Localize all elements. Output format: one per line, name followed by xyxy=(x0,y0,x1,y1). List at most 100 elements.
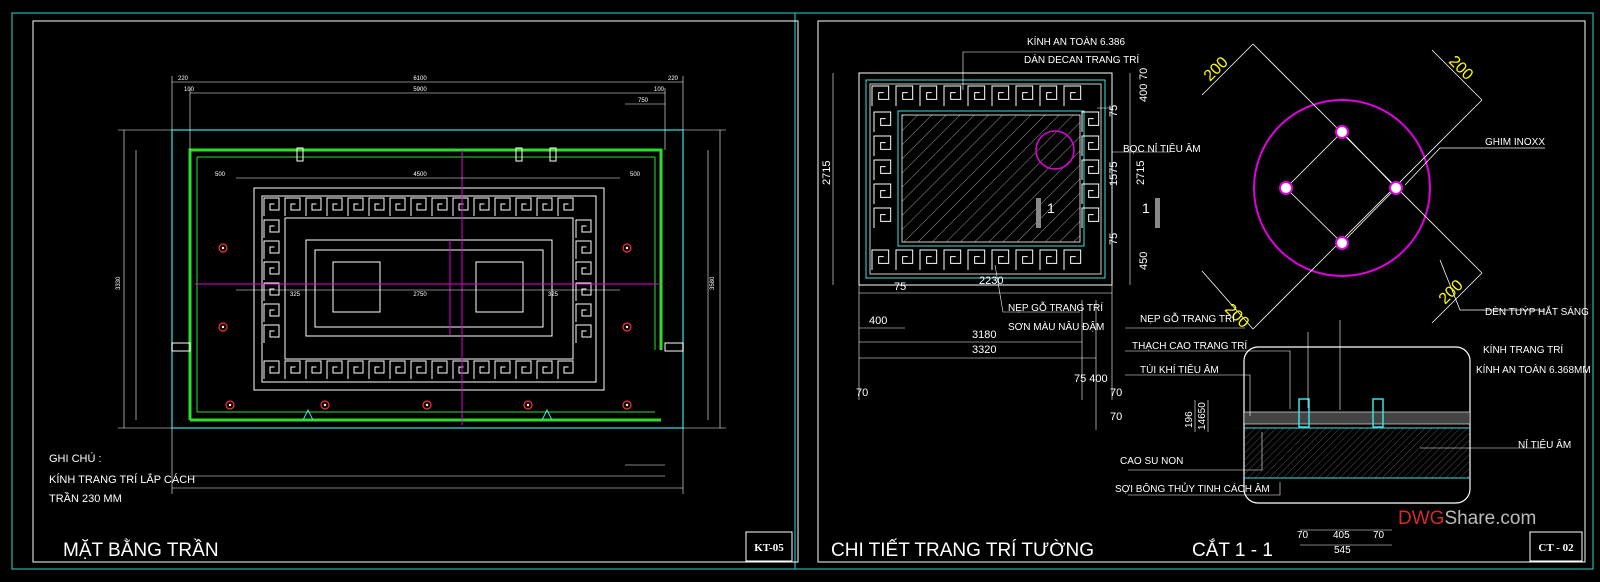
dim-3330-left: 3330 xyxy=(116,276,122,290)
label-rubber: CAO SU NON xyxy=(1120,456,1183,467)
greek-key-unit xyxy=(967,249,986,270)
greek-key-unit xyxy=(873,159,892,180)
greek-key-unit xyxy=(919,85,938,106)
label-glass-fiber: SỢI BÔNG THỦY TINH CÁCH ÂM xyxy=(1115,482,1270,495)
greek-key-unit xyxy=(575,324,592,343)
ceiling-light-fixture xyxy=(622,243,632,253)
greek-key-unit xyxy=(263,324,280,343)
greek-key-unit xyxy=(1039,85,1058,106)
label-felt-wrap: BỌC NỈ TIÊU ÂM xyxy=(1123,142,1201,155)
watermark-part1: DWG xyxy=(1398,508,1445,529)
label-airbag: TÚI KHÍ TIÊU ÂM xyxy=(1140,363,1219,376)
greek-key-unit xyxy=(873,135,892,156)
greek-key-unit xyxy=(515,360,532,379)
ceiling-light-fixture xyxy=(422,400,432,410)
light-center-dot xyxy=(221,246,225,250)
dim-5900-top: 5900 xyxy=(413,87,427,93)
dim-2230: 2230 xyxy=(979,275,1003,287)
greek-key-unit xyxy=(305,360,322,379)
light-center-dot xyxy=(625,403,629,407)
dim-3320: 3320 xyxy=(972,344,996,356)
dim-70-right-2: 70 xyxy=(1110,411,1122,423)
dim-220-top-right: 220 xyxy=(668,76,679,82)
dim-750-top: 750 xyxy=(638,98,649,104)
ceiling-light-fixture xyxy=(523,400,533,410)
note-line-2: TRẦN 230 MM xyxy=(49,492,122,505)
ceiling-light-fixture xyxy=(218,243,228,253)
greek-key-unit xyxy=(263,261,280,280)
greek-key-unit xyxy=(431,197,448,216)
note-line-1: KÍNH TRANG TRÍ LẮP CÁCH xyxy=(49,473,195,486)
greek-key-unit xyxy=(263,240,280,259)
greek-key-unit xyxy=(347,197,364,216)
greek-key-unit xyxy=(1063,249,1082,270)
greek-key-unit xyxy=(967,85,986,106)
sheet-code-kt05: KT-05 xyxy=(754,542,784,554)
dim-3580-right: 3580 xyxy=(710,276,716,290)
dim-70-right-1: 70 xyxy=(1110,387,1122,399)
greek-key-unit xyxy=(575,261,592,280)
light-center-dot xyxy=(323,403,327,407)
greek-key-wall-border xyxy=(871,85,1100,270)
greek-key-unit xyxy=(575,282,592,301)
label-stainless-pin: GHIM INOXX xyxy=(1485,137,1545,148)
label-safety-glass: KÍNH AN TOÀN 6.386 xyxy=(1027,35,1125,48)
dim-196: 196 xyxy=(1184,411,1195,428)
light-center-dot xyxy=(221,325,225,329)
greek-key-unit xyxy=(494,360,511,379)
greek-key-unit xyxy=(284,197,301,216)
greek-key-unit xyxy=(1081,207,1100,228)
greek-key-border-left xyxy=(263,219,280,343)
dim-500-left: 500 xyxy=(215,172,226,178)
greek-key-unit xyxy=(473,360,490,379)
dim-405-sec: 405 xyxy=(1333,530,1350,541)
greek-key-unit xyxy=(410,360,427,379)
light-center-dot xyxy=(526,403,530,407)
section-1-1: NẸP GỖ TRANG TRÍ THẠCH CAO TRANG TRÍ TÚI… xyxy=(1115,312,1591,556)
dim-70-top: 70 xyxy=(1138,68,1150,80)
greek-key-border-top xyxy=(263,197,574,216)
dim-100-top-right: 100 xyxy=(654,87,665,93)
label-wood-trim: NẸP GỖ TRANG TRÍ xyxy=(1008,301,1103,314)
dim-75-b: 75 xyxy=(1108,233,1120,245)
greek-key-unit xyxy=(873,111,892,132)
greek-key-unit xyxy=(943,249,962,270)
pin-detail: 200 200 200 200 GHIM INOXX DÈN TUÝP HẮT … xyxy=(1201,43,1589,332)
greek-key-unit xyxy=(326,197,343,216)
dim-70-sec-left: 70 xyxy=(1297,530,1309,541)
dim-14650: 14650 xyxy=(1197,402,1208,430)
greek-key-unit xyxy=(895,85,914,106)
greek-key-unit xyxy=(1039,249,1058,270)
greek-key-unit xyxy=(1081,183,1100,204)
greek-key-unit xyxy=(575,303,592,322)
section-title: CẮT 1 - 1 xyxy=(1192,539,1273,561)
greek-key-unit xyxy=(263,303,280,322)
dim-6100-top: 6100 xyxy=(413,76,427,82)
greek-key-unit xyxy=(452,360,469,379)
ceiling-plan-title: MẶT BẰNG TRẦN xyxy=(63,539,219,561)
greek-key-unit xyxy=(452,197,469,216)
greek-key-unit xyxy=(263,219,280,238)
greek-key-unit xyxy=(873,207,892,228)
greek-key-unit xyxy=(389,360,406,379)
dim-220-top-left: 220 xyxy=(178,76,189,82)
greek-key-unit xyxy=(919,249,938,270)
greek-key-unit xyxy=(473,197,490,216)
section-marker-left: 1 xyxy=(1047,200,1055,216)
dim-3180: 3180 xyxy=(972,329,996,341)
note-heading: GHI CHÚ : xyxy=(49,452,102,465)
wall-detail-elevation: 1 1 KÍNH AN TOÀN 6.386 DÁN DECAN TRANG T… xyxy=(821,35,1591,562)
dim-450-right: 450 xyxy=(1138,252,1150,270)
section-marker-right: 1 xyxy=(1142,200,1150,216)
light-center-dot xyxy=(625,246,629,250)
label-acoustic-felt: NỈ TIÊU ÂM xyxy=(1518,438,1571,451)
greek-key-unit xyxy=(943,85,962,106)
greek-key-unit xyxy=(991,249,1010,270)
ceiling-plan: 6100 5900 220 220 100 100 750 4500 500 5… xyxy=(49,76,793,562)
greek-key-unit xyxy=(347,360,364,379)
ceiling-light-fixture xyxy=(320,400,330,410)
greek-key-unit xyxy=(895,249,914,270)
greek-key-border-bottom xyxy=(263,360,574,379)
greek-key-unit xyxy=(305,197,322,216)
